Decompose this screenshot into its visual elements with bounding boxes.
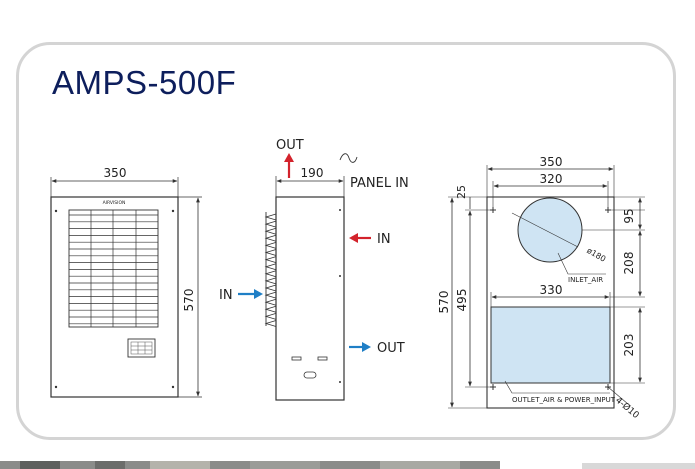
rect-width-label: 330	[540, 283, 563, 297]
front-view: AIRVISION 350 570	[50, 166, 202, 398]
in-left-label: IN	[219, 288, 233, 303]
side-fin	[264, 213, 277, 221]
out-bottom-label: OUT	[377, 341, 405, 356]
front-cabinet-outline	[50, 196, 179, 398]
in-right-label: IN	[377, 232, 391, 247]
out-top-label: OUT	[276, 138, 304, 153]
outlet-air-label: OUTLET_AIR & POWER_INPUT	[512, 396, 616, 404]
cutout-inner-width-label: 320	[540, 172, 563, 186]
panel-in-label: PANEL IN	[350, 176, 409, 191]
in-left-arrow	[254, 289, 263, 299]
side-fins	[264, 213, 277, 327]
out-bottom-arrow	[362, 342, 371, 352]
side-fin	[264, 220, 277, 228]
side-fin	[264, 242, 277, 249]
side-fin	[264, 277, 277, 285]
front-grille	[68, 209, 159, 328]
side-depth-label: 190	[301, 166, 324, 180]
circle-offset-label: 95	[622, 208, 636, 223]
side-cabinet-outline	[275, 196, 345, 401]
wave-symbol	[339, 153, 358, 163]
cutout-overall-width-label: 350	[540, 155, 563, 169]
side-fin	[264, 284, 277, 292]
cutout-top-offset-label: 25	[455, 185, 468, 199]
side-fin	[264, 313, 277, 320]
model-title: AMPS-500F	[52, 64, 237, 101]
side-fin	[264, 291, 277, 299]
side-fin	[264, 305, 277, 313]
photo-strip	[0, 458, 695, 469]
side-fin	[264, 263, 277, 271]
side-fin	[264, 298, 277, 306]
side-view: 190 PANEL IN OUT IN IN OUT	[219, 138, 409, 401]
side-fin	[264, 234, 277, 242]
side-fin	[264, 227, 277, 235]
cutout-view: 350 320 570 495 25 95 208 203 330	[437, 155, 645, 421]
in-right-arrow	[349, 233, 358, 243]
circle-spacing-label: 208	[622, 252, 636, 275]
front-height-label: 570	[182, 289, 196, 312]
holes-label: 4-Ø10	[613, 395, 641, 421]
cutout-inner-height-label: 495	[455, 289, 469, 312]
brand-logo: AIRVISION	[103, 200, 126, 206]
front-width-label: 350	[104, 166, 127, 180]
out-top-arrow	[284, 153, 294, 162]
side-fin	[264, 249, 277, 256]
side-fin	[264, 320, 277, 327]
controller-panel	[127, 338, 156, 358]
side-fin	[264, 270, 277, 278]
cutout-overall-height-label: 570	[437, 291, 451, 314]
grille-slats	[69, 214, 158, 325]
inlet-circle	[517, 197, 583, 263]
outlet-rect	[490, 306, 611, 384]
side-fin	[264, 256, 277, 263]
inlet-air-label: INLET_AIR	[568, 276, 603, 284]
rect-height-label: 203	[622, 334, 636, 357]
